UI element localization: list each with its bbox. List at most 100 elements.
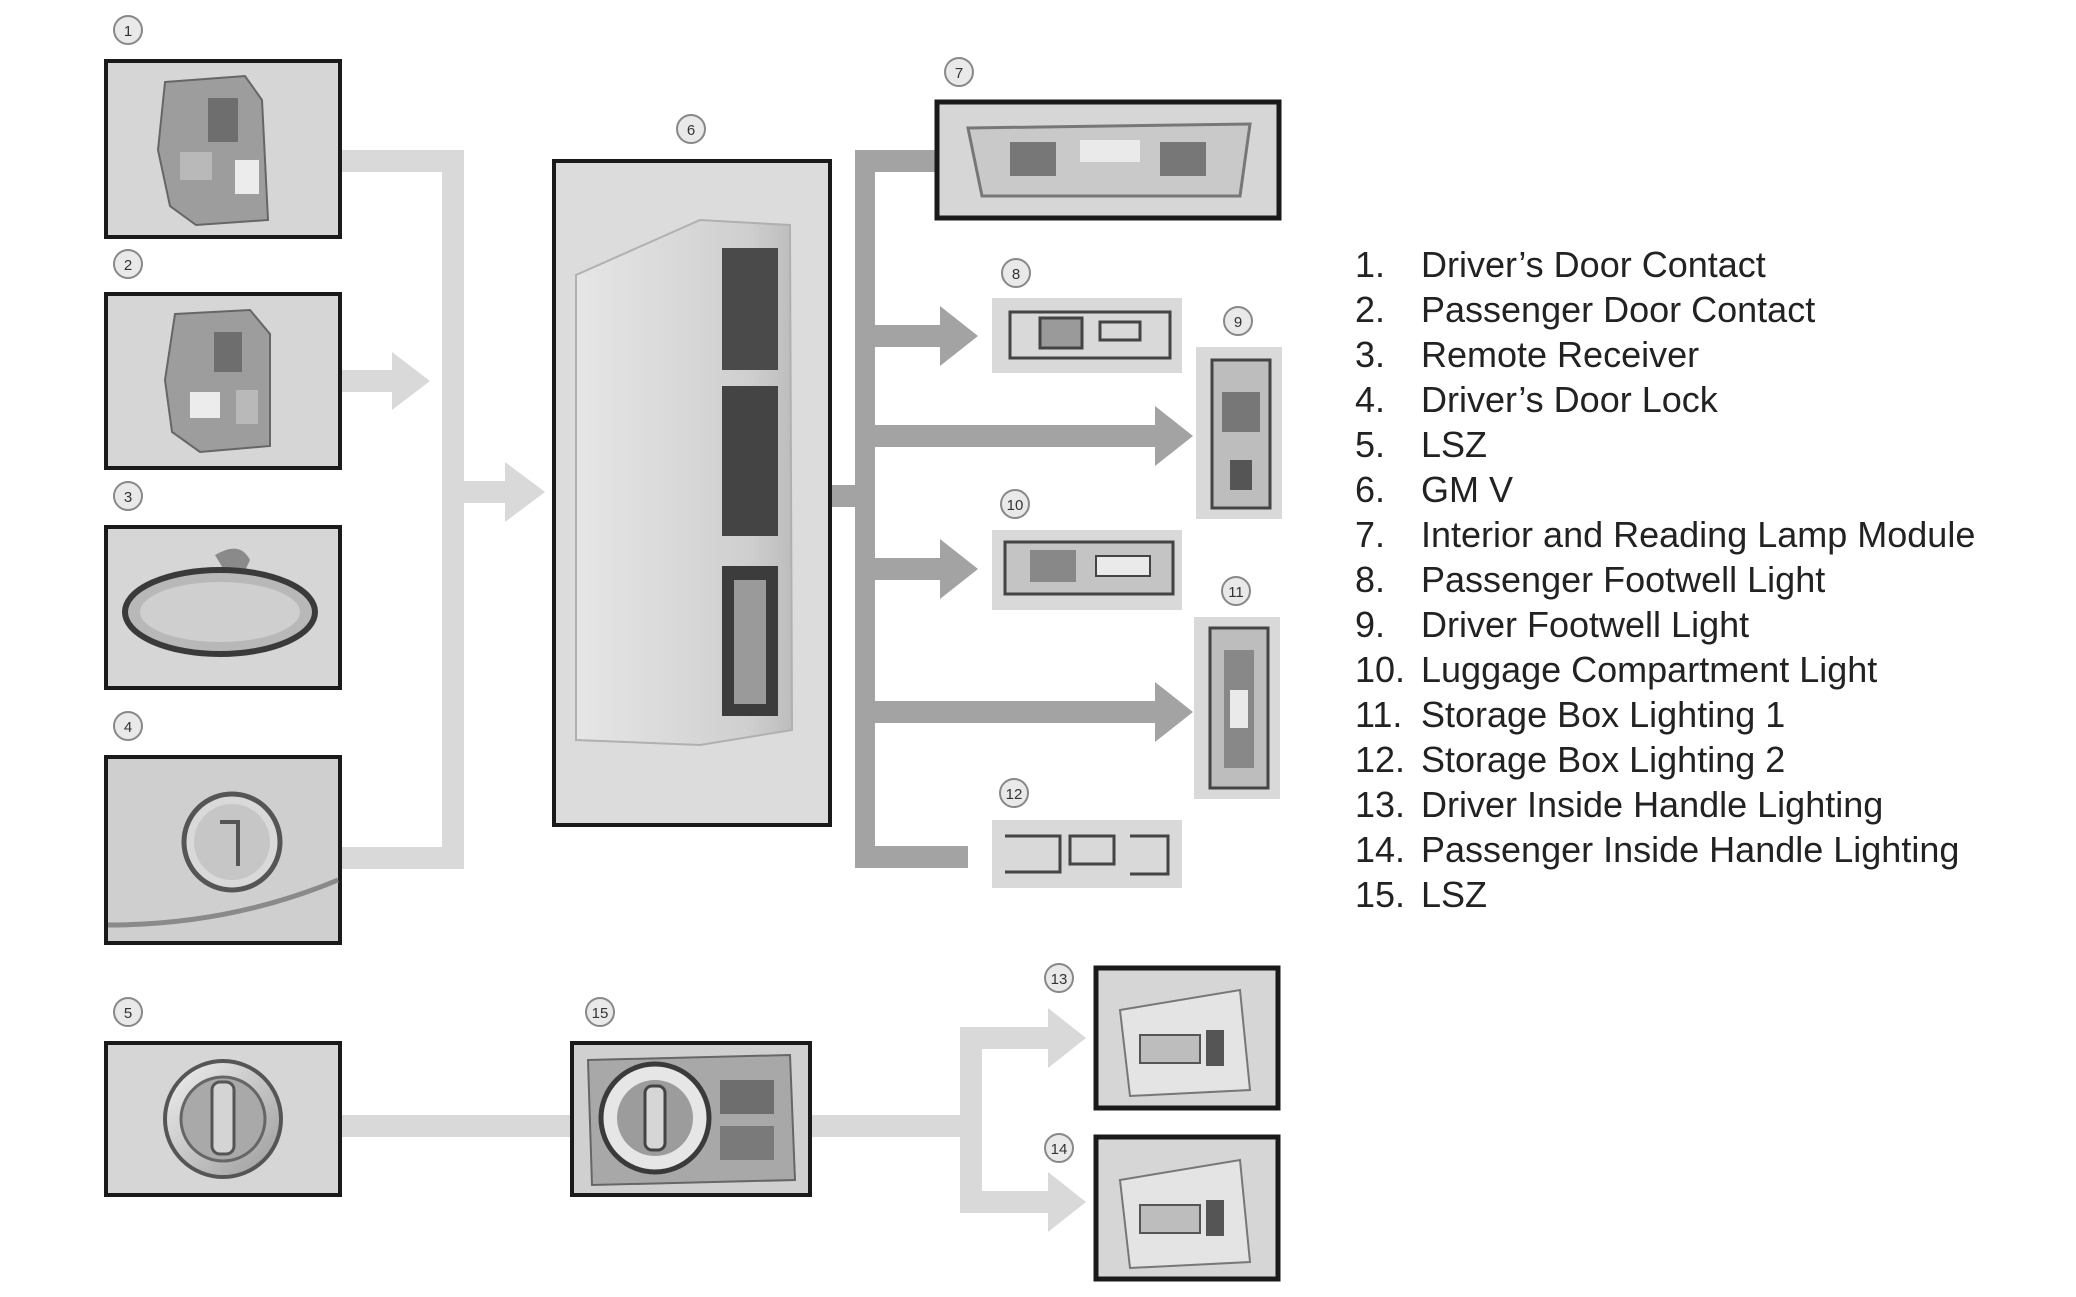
callout-11-label: 11: [1228, 584, 1244, 601]
connector-5-15: [342, 1115, 572, 1137]
callout-5-label: 5: [124, 1005, 132, 1022]
callout-5: [113, 997, 143, 1027]
callout-10: [1000, 489, 1030, 519]
legend-number: 14.: [1355, 829, 1406, 870]
callout-7: [944, 57, 974, 87]
legend-number: 2.: [1355, 289, 1386, 330]
legend-number: 11.: [1355, 694, 1403, 735]
callout-15-label: 15: [592, 1005, 609, 1022]
arrowhead-10: [940, 539, 978, 599]
legend-item: 9.Driver Footwell Light: [1355, 602, 1975, 647]
component-3-remote-receiver: 3: [104, 481, 342, 690]
legend-item: 14.Passenger Inside Handle Lighting: [1355, 827, 1975, 872]
callout-1: [113, 15, 143, 45]
legend-number: 7.: [1355, 514, 1386, 555]
connector-15-out: [810, 1115, 970, 1137]
arrowhead-11: [1155, 682, 1193, 742]
component-4-driver-door-lock: 4: [104, 711, 342, 945]
component-10-luggage-compartment-light: 10: [992, 489, 1182, 610]
callout-3: [113, 481, 143, 511]
photo-12: [992, 820, 1182, 888]
component-12-storage-box-lighting-2: 12: [992, 778, 1182, 888]
legend-label: Luggage Compartment Light: [1421, 649, 1878, 690]
output-to-11: [875, 701, 1157, 723]
legend-label: Driver Inside Handle Lighting: [1421, 784, 1884, 825]
output-connectors: [830, 150, 1193, 868]
legend-label: Driver’s Door Contact: [1421, 244, 1766, 285]
legend-number: 12.: [1355, 739, 1406, 780]
legend-item: 15. LSZ: [1355, 872, 1975, 917]
legend-number: 15.: [1355, 874, 1406, 915]
footwell-light-icon: [1008, 310, 1172, 360]
legend-item: 8. Passenger Footwell Light: [1355, 557, 1975, 602]
connector-13-14-trunk: [960, 1027, 982, 1213]
bottom-connectors: [342, 1008, 1086, 1232]
callout-10-label: 10: [1007, 497, 1024, 514]
callout-15: [585, 997, 615, 1027]
control-module-icon: [575, 218, 794, 747]
storage-box-light-icon: [1005, 834, 1170, 876]
legend-label: Remote Receiver: [1421, 334, 1700, 375]
legend-label: GM V: [1421, 469, 1514, 510]
legend-label: LSZ: [1421, 874, 1488, 915]
callout-6: [676, 114, 706, 144]
callout-2-label: 2: [124, 257, 132, 274]
legend-number: 13.: [1355, 784, 1406, 825]
door-latch-icon: [163, 308, 271, 454]
connector-vertical-trunk: [442, 150, 464, 869]
component-15-lsz: 15: [570, 997, 812, 1197]
output-to-8: [875, 325, 942, 347]
reading-lamp-icon: [966, 122, 1252, 198]
lock-cylinder-icon: [181, 791, 283, 893]
legend-number: 9.: [1355, 604, 1386, 645]
component-2-passenger-door-contact: 2: [104, 249, 342, 470]
output-to-12: [855, 846, 968, 868]
callout-14: [1044, 1133, 1074, 1163]
output-to-10: [875, 558, 942, 580]
arrowhead-13: [1048, 1008, 1086, 1068]
connector-to-13: [960, 1027, 1050, 1049]
legend-label: Passenger Footwell Light: [1421, 559, 1826, 600]
legend-item: 1.Driver’s Door Contact: [1355, 242, 1975, 287]
legend-number: 8.: [1355, 559, 1386, 600]
callout-9-label: 9: [1234, 314, 1242, 331]
arrowhead-8: [940, 306, 978, 366]
legend-label: Storage Box Lighting 1: [1421, 694, 1786, 735]
output-to-7: [855, 150, 937, 172]
callout-2: [113, 249, 143, 279]
connector-merge: [464, 481, 509, 503]
callout-4-label: 4: [124, 719, 132, 736]
component-8-passenger-footwell-light: 8: [992, 258, 1182, 373]
photo-8: [992, 298, 1182, 373]
arrowhead-14: [1048, 1172, 1086, 1232]
callout-13: [1044, 963, 1074, 993]
legend-item: 7. Interior and Reading Lamp Module: [1355, 512, 1975, 557]
callout-1-label: 1: [124, 23, 132, 40]
legend-number: 5.: [1355, 424, 1386, 465]
connector-to-14: [960, 1191, 1050, 1213]
callout-12-label: 12: [1006, 786, 1023, 803]
callout-7-label: 7: [955, 65, 963, 82]
component-legend: 1.Driver’s Door Contact 2. Passenger Door…: [1355, 242, 1975, 917]
connector-4: [342, 847, 455, 869]
light-switch-panel-icon: [586, 1053, 797, 1187]
arrowhead-2: [392, 352, 430, 410]
legend-item: 2. Passenger Door Contact: [1355, 287, 1975, 332]
callout-4: [113, 711, 143, 741]
legend-item: 3. Remote Receiver: [1355, 332, 1975, 377]
legend-label: Storage Box Lighting 2: [1421, 739, 1786, 780]
callout-6-label: 6: [687, 122, 695, 139]
legend-label: Interior and Reading Lamp Module: [1421, 514, 1976, 555]
legend-number: 10.: [1355, 649, 1406, 690]
component-1-driver-door-contact: 1: [104, 15, 342, 239]
door-handle-light-icon: [1118, 1158, 1252, 1270]
component-14-passenger-inside-handle-lighting: 14: [1044, 1133, 1281, 1282]
legend-item: 10. Luggage Compartment Light: [1355, 647, 1975, 692]
component-6-gm-v: 6: [552, 114, 832, 827]
legend-number: 3.: [1355, 334, 1386, 375]
component-11-storage-box-lighting-1: 11: [1194, 576, 1280, 799]
legend-label: Passenger Door Contact: [1421, 289, 1816, 330]
arrowhead-merge: [505, 462, 545, 522]
arrowhead-9: [1155, 406, 1193, 466]
callout-8: [1001, 258, 1031, 288]
